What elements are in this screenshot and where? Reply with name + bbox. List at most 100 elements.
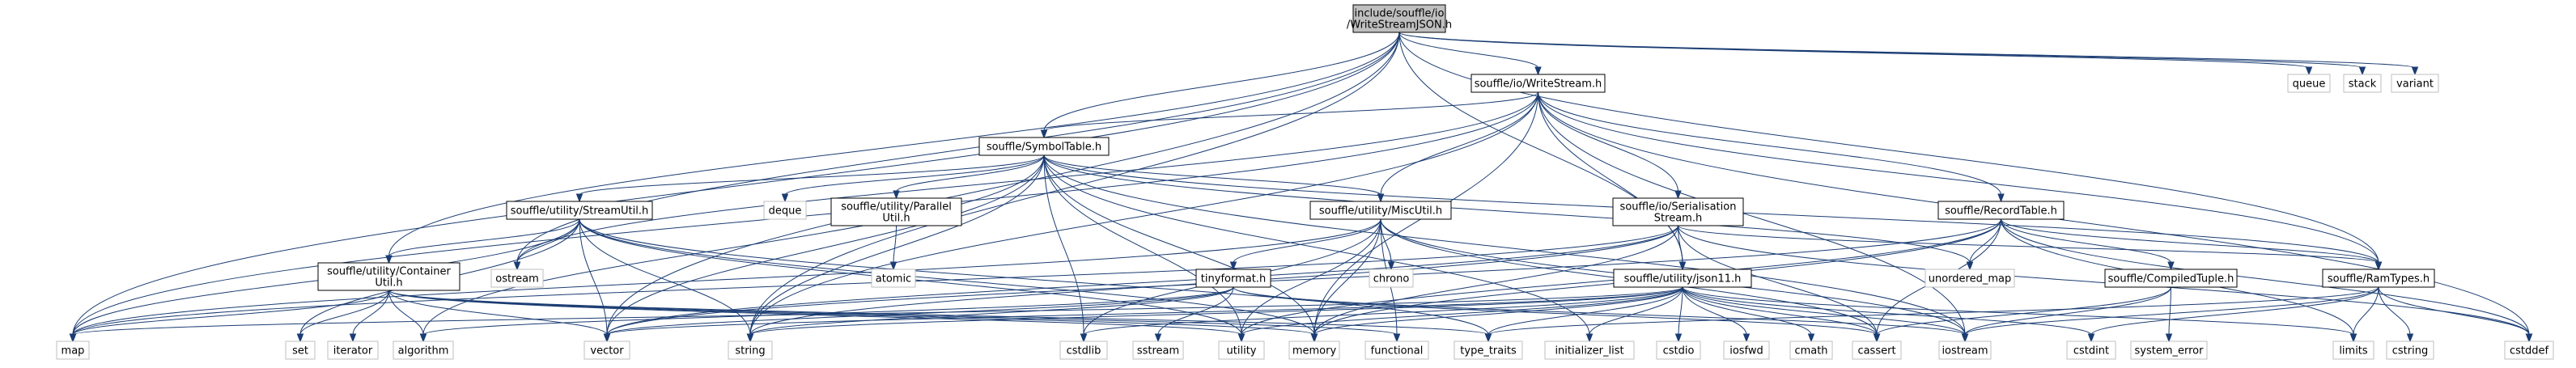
edge-json11-to-limits [1682, 286, 2354, 336]
node-root-box [1352, 4, 1446, 33]
edge-containerutil-to-map [72, 290, 389, 336]
node-tinyformat[interactable]: tinyformat.h [1195, 269, 1271, 288]
edge-json11-to-map [72, 286, 1683, 336]
node-cstring-label-0: cstring [2392, 345, 2428, 357]
nodes-layer: include/souffle/io/WriteStreamJSON.h souf… [56, 4, 2554, 360]
edge-recordtable-to-ramtypes [2001, 218, 2379, 264]
node-sstream: sstream [1132, 341, 1184, 360]
node-serialisation-label-0: souffle/io/Serialisation [1620, 201, 1737, 214]
edge-arrowhead-root-to-writestream [1534, 66, 1542, 76]
node-symboltable[interactable]: souffle/SymbolTable.h [978, 137, 1110, 156]
edge-serialisation-to-ramtypes [1678, 225, 2379, 264]
node-variant-box [2391, 74, 2439, 93]
node-json11[interactable]: souffle/utility/json11.h [1613, 269, 1752, 288]
node-variant-label-0: variant [2396, 78, 2434, 91]
edge-root-to-containerutil [388, 32, 1400, 257]
node-memory-label-0: memory [1292, 345, 1337, 357]
edge-root-to-symboltable [1043, 32, 1400, 132]
edge-symboltable-to-streamutil [579, 154, 1045, 196]
edge-recordtable-to-vector [606, 218, 2001, 336]
node-cstdlib-box [1059, 341, 1108, 360]
edge-ramtypes-to-limits [2353, 286, 2379, 336]
edge-ramtypes-to-type_traits [1487, 286, 2379, 336]
edge-arrowhead-json11-to-memory [1310, 333, 1318, 343]
node-miscutil[interactable]: souffle/utility/MiscUtil.h [1309, 201, 1452, 220]
edge-writestream-to-ostream [516, 91, 1538, 264]
node-set-label-0: set [292, 345, 308, 357]
node-ostream-box [490, 269, 544, 288]
node-type_traits-label-0: type_traits [1460, 345, 1517, 357]
node-utility-label-0: utility [1227, 345, 1257, 357]
edge-root-to-vector [606, 32, 1400, 336]
edge-symboltable-to-utility [1043, 154, 1242, 336]
edge-arrowhead-root-to-variant [2411, 66, 2419, 76]
node-root[interactable]: include/souffle/io/WriteStreamJSON.h [1347, 4, 1452, 33]
edge-miscutil-to-tinyformat [1233, 218, 1381, 264]
node-cassert: cassert [1852, 341, 1902, 360]
edge-writestream-to-json11 [1538, 91, 1683, 264]
node-cstdint-label-0: cstdint [2073, 345, 2109, 357]
edge-arrowhead-root-to-queue [2305, 66, 2313, 76]
edge-ramtypes-to-cstring [2378, 286, 2411, 336]
node-json11-box [1613, 269, 1752, 288]
edge-arrowhead-symboltable-to-deque [781, 193, 789, 203]
node-chrono-label-0: chrono [1373, 273, 1410, 286]
node-initializer_list: initializer_list [1544, 341, 1635, 360]
node-streamutil[interactable]: souffle/utility/StreamUtil.h [506, 201, 653, 220]
edge-serialisation-to-cassert [1678, 225, 1878, 336]
edge-arrowhead-json11-to-vector [603, 333, 611, 343]
edge-symboltable-to-parallelutil [896, 154, 1045, 192]
node-cstddef: cstddef [2504, 341, 2554, 360]
node-atomic-label-0: atomic [876, 273, 911, 286]
node-variant: variant [2391, 74, 2439, 93]
node-iostream-label-0: iostream [1942, 345, 1988, 357]
node-chrono-box [1369, 269, 1414, 288]
node-recordtable-label-0: souffle/RecordTable.h [1945, 205, 2057, 218]
edge-compiledtuple-to-system_error [2168, 286, 2171, 336]
edge-tinyformat-to-cassert [1233, 286, 1878, 336]
edge-arrowhead-ramtypes-to-type_traits [1484, 333, 1492, 343]
node-miscutil-box [1309, 201, 1452, 220]
node-map: map [56, 341, 90, 360]
edge-containerutil-to-set [299, 290, 389, 336]
node-ramtypes[interactable]: souffle/RamTypes.h [2322, 269, 2435, 288]
node-system_error-label-0: system_error [2135, 345, 2205, 357]
node-functional: functional [1364, 341, 1429, 360]
edge-arrowhead-containerutil-to-set [296, 333, 304, 343]
node-utility: utility [1218, 341, 1265, 360]
node-compiledtuple[interactable]: souffle/CompiledTuple.h [2104, 269, 2238, 288]
edge-json11-to-memory [1313, 286, 1683, 336]
edge-arrowhead-writestream-to-recordtable [1997, 193, 2005, 203]
edge-arrowhead-miscutil-to-tinyformat [1229, 261, 1237, 271]
edge-symboltable-to-vector [606, 154, 1045, 336]
node-cstring: cstring [2386, 341, 2434, 360]
node-recordtable[interactable]: souffle/RecordTable.h [1937, 201, 2065, 220]
edge-serialisation-to-cstddef [1678, 225, 2530, 336]
edge-json11-to-vector [606, 286, 1683, 336]
edge-arrowhead-json11-to-cstdlib [1080, 333, 1088, 343]
node-iosfwd-label-0: iosfwd [1729, 345, 1763, 357]
edge-tinyformat-to-sstream [1157, 286, 1234, 336]
node-writestream[interactable]: souffle/io/WriteStream.h [1470, 74, 1606, 93]
edge-root-to-queue [1398, 32, 2310, 69]
node-iosfwd-box [1723, 341, 1770, 360]
node-cmath-box [1789, 341, 1833, 360]
edge-json11-to-utility [1241, 286, 1683, 336]
edge-arrowhead-json11-to-cmath [1807, 333, 1815, 343]
edge-arrowhead-ramtypes-to-iostream [1961, 333, 1969, 343]
edge-root-to-ostream [516, 32, 1400, 264]
node-stack-label-0: stack [2349, 78, 2377, 91]
node-cstdio: cstdio [1656, 341, 1701, 360]
node-root-label-1: /WriteStreamJSON.h [1347, 19, 1452, 32]
node-ramtypes-box [2322, 269, 2435, 288]
node-cstddef-box [2504, 341, 2554, 360]
node-initializer_list-box [1544, 341, 1635, 360]
node-parallelutil-label-0: souffle/utility/Parallel [841, 201, 952, 214]
node-sstream-label-0: sstream [1137, 345, 1179, 357]
node-initializer_list-label-0: initializer_list [1555, 345, 1623, 357]
node-parallelutil-label-1: Util.h [882, 213, 910, 225]
